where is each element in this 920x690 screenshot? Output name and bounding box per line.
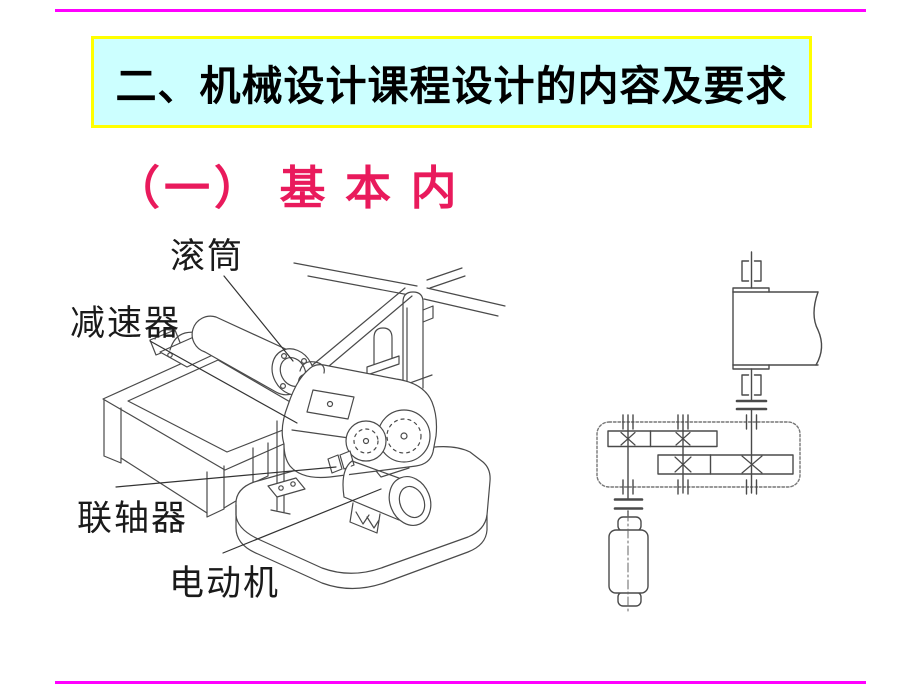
- label-motor: 电动机: [169, 564, 281, 603]
- reducer-gearbox: [281, 361, 438, 479]
- gear-pair-low-speed: [657, 454, 794, 475]
- gearbox-shafts: [627, 414, 753, 500]
- label-drum: 滚筒: [170, 237, 245, 276]
- drum-roller: [191, 315, 317, 396]
- coupling-symbol-motor: [613, 498, 644, 510]
- housing-bearings: [622, 414, 758, 495]
- label-reducer: 减速器: [70, 304, 182, 343]
- top-divider-rule: [55, 9, 866, 12]
- drum-symbol: [732, 287, 823, 370]
- bearing-symbol-upper: [741, 260, 762, 282]
- transmission-schematic: [596, 251, 823, 613]
- gear-pair-high-speed: [607, 430, 718, 448]
- conveyor-frame: [293, 262, 506, 389]
- belt: [308, 287, 413, 378]
- slide-title: 二、机械设计课程设计的内容及要求: [115, 63, 788, 109]
- label-coupling: 联轴器: [77, 499, 189, 538]
- electric-motor: [342, 460, 432, 534]
- bottom-divider-rule: [55, 681, 866, 684]
- bearing-symbol-lower: [741, 374, 762, 396]
- label-leader-lines: [115, 275, 382, 554]
- motor-symbol: [608, 510, 649, 613]
- coupling-symbol-drum: [735, 399, 768, 411]
- gearbox-housing: [596, 421, 801, 488]
- slide-title-box: 二、机械设计课程设计的内容及要求: [91, 36, 812, 128]
- section-heading: （一） 基 本 内: [114, 163, 461, 214]
